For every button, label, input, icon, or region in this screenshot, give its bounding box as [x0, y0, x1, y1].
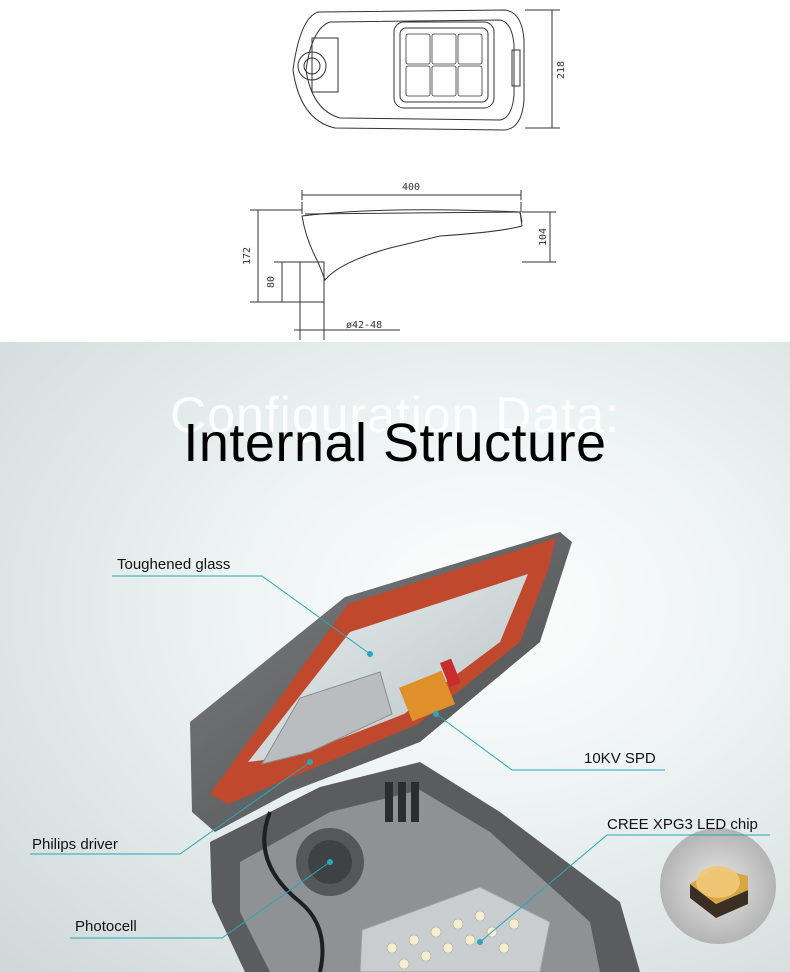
top-view-clamp — [311, 37, 339, 93]
dim-400: 400 — [402, 182, 420, 193]
dim-172: 172 — [242, 247, 253, 265]
technical-drawing: 218 400 104 172 80 ø42-48 — [0, 0, 790, 342]
spd-module — [398, 670, 456, 722]
side-view-body — [301, 209, 523, 281]
leader-led-chip — [479, 834, 608, 943]
internal-structure-section: Configuration Data: Internal Structure — [0, 342, 790, 972]
dim-104: 104 — [538, 228, 549, 246]
leader-spd — [435, 713, 665, 771]
callout-spd: 10KV SPD — [584, 750, 656, 767]
leader-photocell — [70, 861, 331, 939]
driver-box — [260, 671, 393, 765]
callout-driver: Philips driver — [32, 836, 118, 853]
leader-driver — [30, 761, 311, 855]
dim-diameter: ø42-48 — [346, 320, 382, 331]
callout-photocell: Photocell — [75, 918, 137, 935]
luminaire-illustration — [30, 532, 776, 972]
side-view-arm — [299, 261, 325, 303]
dim-80: 80 — [266, 276, 277, 288]
top-view-body — [292, 9, 525, 131]
section-title: Internal Structure — [183, 413, 607, 473]
dim-218: 218 — [556, 61, 567, 79]
callout-led-chip: CREE XPG3 LED chip — [607, 816, 758, 833]
drawing-svg: 218 400 104 172 80 ø42-48 — [242, 9, 567, 340]
leader-toughened-glass — [112, 575, 371, 655]
top-view-led-module — [393, 21, 495, 109]
callout-toughened-glass: Toughened glass — [117, 556, 231, 573]
section-watermark: Configuration Data: — [170, 387, 620, 443]
power-cable — [262, 811, 325, 972]
